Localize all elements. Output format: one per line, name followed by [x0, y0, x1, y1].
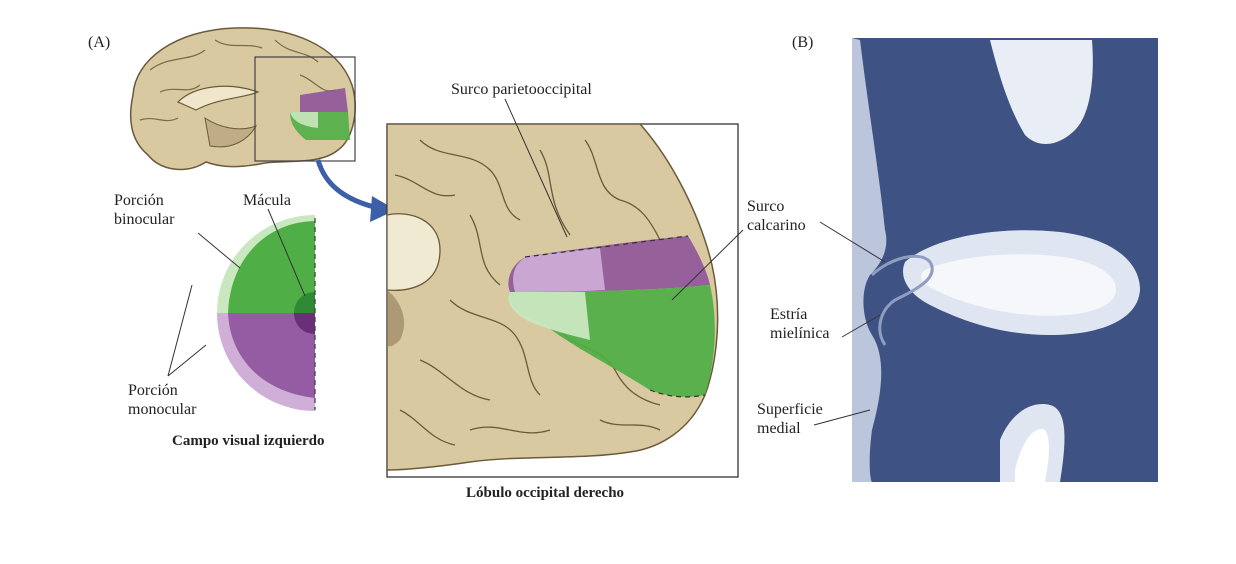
label-surco-parietooccipital: Surco parietooccipital	[451, 81, 592, 98]
label-surco-calcarino-a: Surco calcarino	[747, 197, 806, 235]
zoom-arrow	[315, 159, 396, 222]
label-monocular-line1: Porción	[128, 382, 178, 399]
caption-left-visual-field: Campo visual izquierdo	[172, 433, 325, 449]
leader-lines	[167, 98, 886, 426]
label-superficie-line1: Superficie	[757, 401, 823, 418]
label-binocular: Porción binocular	[114, 191, 174, 229]
left-visual-field	[217, 215, 315, 411]
occipital-lobe	[387, 124, 719, 471]
label-superficie-medial: Superficie medial	[757, 400, 823, 438]
label-estria-line1: Estría	[770, 306, 808, 323]
label-monocular: Porción monocular	[128, 381, 196, 419]
label-binocular-line1: Porción	[114, 192, 164, 209]
panel-a-letter: (A)	[88, 34, 111, 51]
panel-b-letter: (B)	[792, 34, 814, 51]
label-estria-mielinica: Estría mielínica	[770, 305, 830, 343]
label-calcarino-a-line2: calcarino	[747, 217, 806, 234]
label-monocular-line2: monocular	[128, 401, 197, 418]
thumbnail-zoom-box	[254, 56, 356, 162]
histology-section	[852, 38, 1158, 482]
label-superficie-line2: medial	[757, 420, 801, 437]
medial-brain-thumbnail	[129, 27, 356, 171]
caption-right-occipital-lobe: Lóbulo occipital derecho	[466, 485, 625, 501]
label-macula: Mácula	[243, 192, 291, 209]
label-binocular-line2: binocular	[114, 211, 175, 228]
label-estria-line2: mielínica	[770, 325, 830, 342]
label-calcarino-a-line1: Surco	[747, 198, 785, 215]
